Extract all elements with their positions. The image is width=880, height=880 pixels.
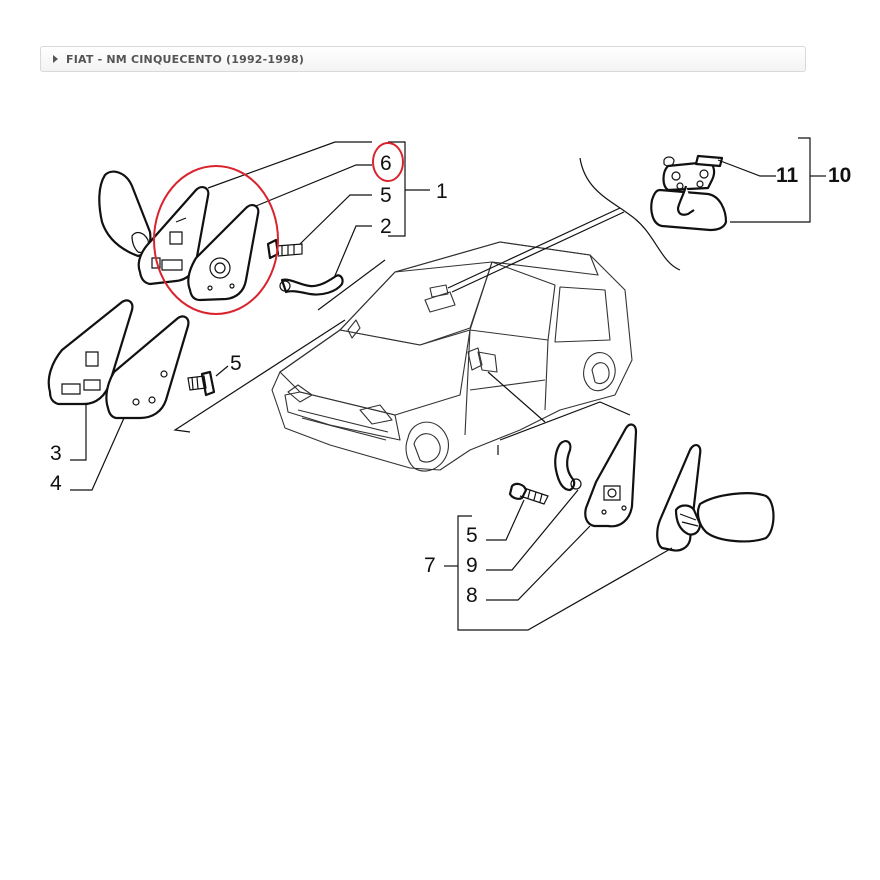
callout-10[interactable]: 10	[828, 164, 851, 187]
screw-part-5-middle	[187, 370, 216, 397]
car-outline	[271, 241, 633, 472]
caret-right-icon	[53, 55, 58, 63]
callout-5-middle[interactable]: 5	[230, 352, 242, 375]
callout-8[interactable]: 8	[466, 584, 478, 607]
cable-part-2	[279, 274, 344, 296]
interior-mirror-clip-part-11	[694, 154, 724, 168]
screw-part-5-bottom	[508, 482, 549, 505]
left-mirror-reference-lines	[173, 259, 386, 433]
exterior-mirror-part-7	[656, 444, 775, 552]
right-mirror-reference-lines	[487, 371, 631, 455]
mirror-gasket-part-4	[105, 315, 190, 420]
mirror-base-part-8	[584, 423, 638, 528]
mirror-base-part-3	[47, 299, 134, 406]
left-mirror-gasket-part-6b	[187, 204, 260, 302]
interior-mirror-reference-lines	[447, 157, 681, 293]
callout-4[interactable]: 4	[50, 472, 62, 495]
highlight-circle-part-6	[153, 165, 279, 315]
callout-9[interactable]: 9	[466, 554, 478, 577]
callout-6[interactable]: 6	[380, 152, 392, 175]
callout-11[interactable]: 11	[776, 164, 799, 187]
leader-lines	[70, 137, 826, 631]
callout-1[interactable]: 1	[436, 180, 448, 203]
cable-part-9	[554, 440, 582, 492]
interior-mirror-glass-part	[650, 185, 728, 232]
callout-7[interactable]: 7	[424, 554, 436, 577]
callout-5-bottom[interactable]: 5	[466, 524, 478, 547]
screw-part-5-top	[266, 238, 303, 260]
breadcrumb-label: FIAT - NM CINQUECENTO (1992-1998)	[66, 52, 305, 66]
interior-mirror-bracket-part	[662, 156, 716, 192]
callout-labels: 6 5 2 1 5 3 4 11 10 5 7 9 8	[50, 152, 851, 607]
breadcrumb[interactable]: FIAT - NM CINQUECENTO (1992-1998)	[40, 46, 806, 72]
callout-5-top[interactable]: 5	[380, 184, 392, 207]
highlight-circle-callout-6	[372, 142, 404, 182]
callout-3[interactable]: 3	[50, 442, 62, 465]
highlight-markers	[153, 142, 404, 315]
left-mirror-housing-part	[98, 170, 152, 258]
callout-2[interactable]: 2	[380, 215, 392, 238]
